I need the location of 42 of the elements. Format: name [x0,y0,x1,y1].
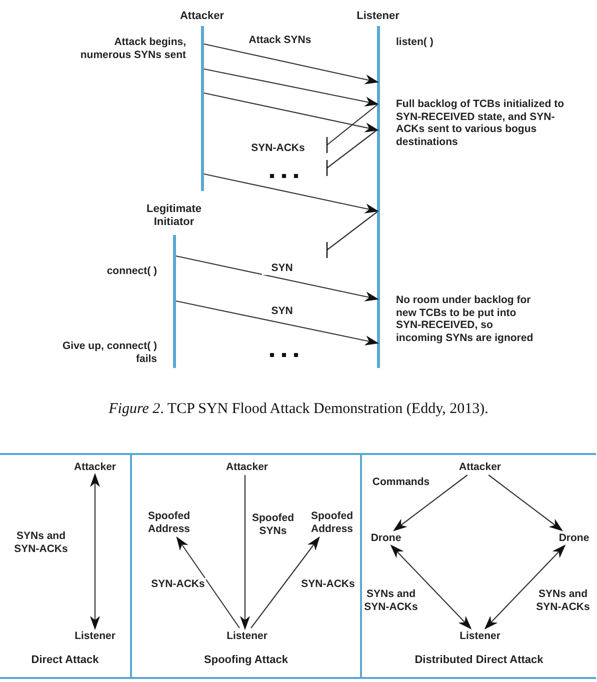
arrow [484,544,566,630]
lifeline [377,26,380,368]
arrow [204,43,379,84]
node-label: Spoofed Address [304,510,360,540]
node-label: Attacker [452,461,508,477]
annotation-text: listen( ) [396,36,434,49]
figure-caption: Figure 2. TCP SYN Flood Attack Demonstration (Eddy, 2013). [108,400,490,418]
node-label: Attacker [67,461,123,477]
arrow [240,475,250,630]
lifeline [173,235,176,368]
panel-title: Distributed Direct Attack [414,654,544,667]
lifeline-heading: Listener [356,10,400,24]
arrow [176,300,379,346]
edge-label: SYNs and SYN-ACKs [534,588,592,614]
panel-title: Spoofing Attack [203,654,289,667]
lifeline [201,26,204,191]
node-label: Listener [452,630,508,646]
edge-label: SYNs and SYN-ACKs [362,588,420,614]
arrow [176,536,240,628]
arrow [204,92,379,132]
node-label: Attacker [219,461,275,477]
arrow [393,474,468,532]
node-label: Listener [219,630,275,646]
node-label: Spoofed Address [140,510,198,540]
annotation-text: Give up, connect( ) fails [61,340,157,366]
arrow [204,173,379,214]
arrow [90,473,100,630]
arrow [176,255,379,302]
arrow [204,68,379,107]
arrow [488,474,563,532]
node-label: Drone [554,532,594,548]
arrow [390,544,472,630]
annotation-text: Full backlog of TCBs initialized to SYN-RECEIVED state, and SYN-ACKs sent to various bogus destinations [396,98,566,148]
annotation-text: Attack begins, numerous SYNs sent [79,36,186,62]
lifeline-heading: Legitimate Initiator [145,203,202,230]
lifeline-heading: Attacker [178,10,226,24]
annotation-text: No room under backlog for new TCBs to be put into SYN-RECEIVED, so incoming SYNs are ignored [396,294,534,344]
node-label: Drone [366,532,406,548]
panel-title: Direct Attack [30,654,100,667]
node-label: Listener [67,630,123,646]
arrow [250,536,320,628]
annotation-text: connect( ) [106,265,157,278]
